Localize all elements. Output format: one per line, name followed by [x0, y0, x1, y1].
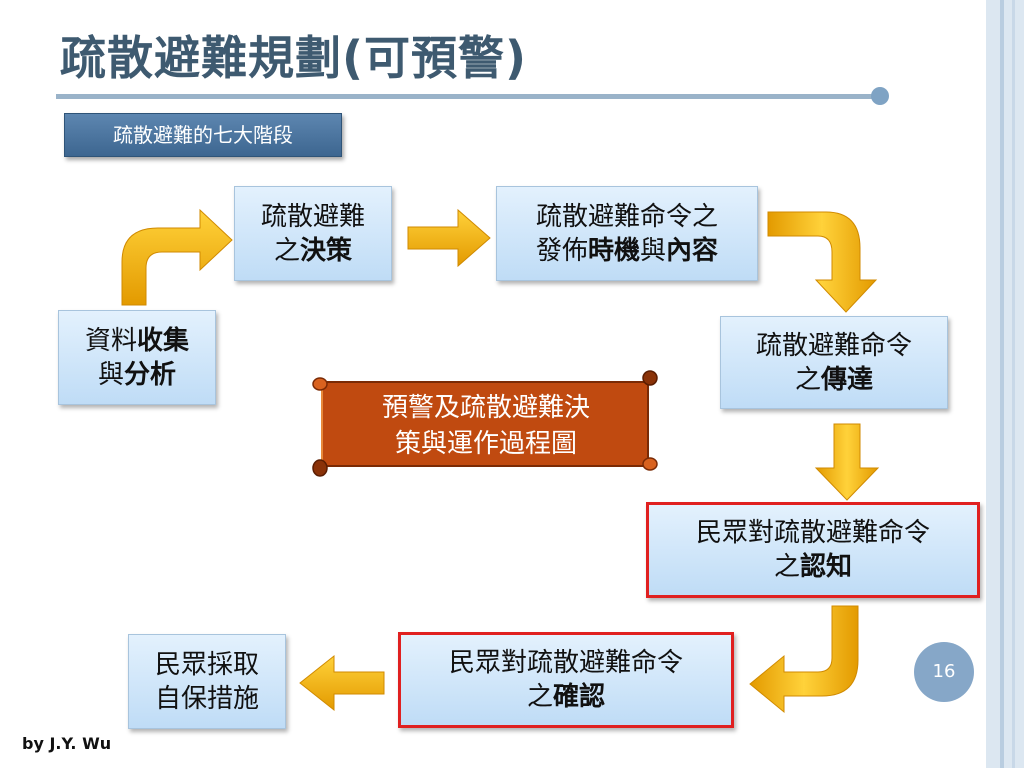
label-plain: 之 — [773, 552, 800, 582]
stage-decision: 疏散避難 之決策 — [234, 186, 392, 281]
stage-order-issue: 疏散避難命令之 發佈時機與內容 — [496, 186, 758, 281]
stage-label-line-1: 資料收集 — [85, 324, 189, 358]
scroll-banner-text: 預警及疏散避難決 策與運作過程圖 — [338, 384, 634, 468]
arrow-right-icon — [407, 208, 491, 268]
stage-label-line-2: 之認知 — [774, 550, 852, 584]
label-bold: 傳達 — [821, 364, 874, 395]
stage-label-line-2: 之確認 — [527, 680, 605, 714]
title-rule — [56, 94, 878, 99]
stage-label-line-1: 疏散避難命令之 — [535, 201, 718, 232]
section-subtitle: 疏散避難的七大階段 — [64, 113, 342, 157]
stage-public-confirmation: 民眾對疏散避難命令 之確認 — [398, 632, 734, 728]
slide-title: 疏散避難規劃(可預警) — [60, 31, 528, 85]
scroll-line-1: 預警及疏散避難決 — [381, 393, 590, 423]
label-bold: 決策 — [300, 235, 353, 266]
label-plain: 與 — [640, 235, 667, 266]
label-plain: 之 — [273, 235, 300, 266]
arrow-left-icon — [299, 654, 385, 712]
label-plain: 發佈 — [535, 235, 588, 266]
stage-label-line-1: 民眾採取 — [154, 649, 259, 680]
curved-arrow-down-left-icon — [749, 605, 859, 714]
stage-label-line-2: 之傳達 — [795, 363, 873, 397]
label-bold: 確認 — [553, 682, 606, 712]
stage-label-line-1: 疏散避難命令 — [755, 330, 912, 361]
stage-public-cognition: 民眾對疏散避難命令 之認知 — [646, 502, 980, 598]
page-number: 16 — [914, 642, 974, 702]
label-plain: 之 — [794, 364, 821, 395]
label-bold: 時機 — [587, 235, 640, 266]
stage-label-line-2: 之決策 — [274, 234, 352, 268]
label-plain: 之 — [526, 682, 553, 712]
stage-label-line-2: 與分析 — [98, 358, 176, 392]
curved-arrow-right-down-icon — [767, 211, 878, 313]
stage-label-line-1: 民眾對疏散避難命令 — [695, 518, 930, 548]
label-bold: 內容 — [666, 235, 719, 266]
stage-label-line-2: 自保措施 — [154, 683, 259, 714]
label-plain: 與 — [97, 359, 124, 390]
label-bold: 認知 — [800, 552, 853, 582]
stage-label-line-2: 發佈時機與內容 — [536, 234, 718, 268]
stage-self-protection: 民眾採取 自保措施 — [128, 634, 286, 729]
label-bold: 收集 — [137, 325, 190, 356]
stage-label-line-1: 疏散避難 — [260, 201, 365, 232]
curved-arrow-up-right-icon — [121, 208, 233, 306]
label-plain: 資料 — [84, 325, 137, 356]
arrow-down-icon — [814, 423, 880, 501]
stage-label-line-1: 民眾對疏散避難命令 — [448, 648, 683, 678]
title-rule-dot — [871, 87, 889, 105]
author-footer: by J.Y. Wu — [22, 734, 112, 753]
stage-data-collection: 資料收集 與分析 — [58, 310, 216, 405]
label-bold: 分析 — [124, 359, 177, 390]
scroll-line-2: 策與運作過程圖 — [394, 429, 577, 459]
scroll-banner — [312, 370, 658, 477]
stage-order-transmission: 疏散避難命令 之傳達 — [720, 316, 948, 409]
